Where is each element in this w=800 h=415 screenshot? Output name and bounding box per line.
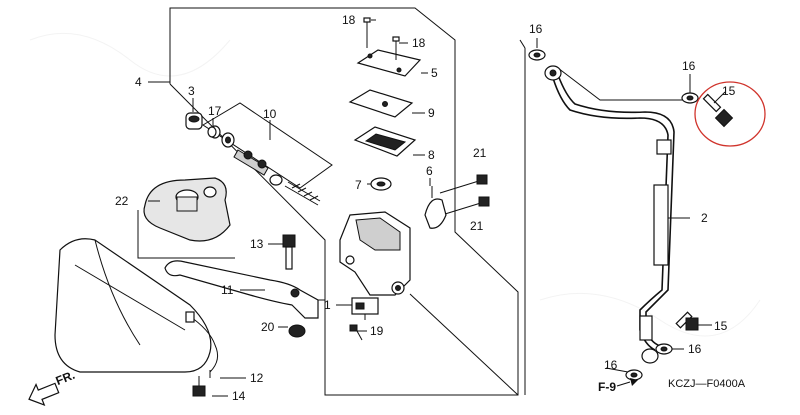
callout-2: 2 — [701, 211, 708, 225]
bolt-21-a — [439, 174, 488, 194]
dust-boot-3 — [185, 112, 203, 130]
cover-22-frame — [137, 210, 235, 259]
washer-16-bottom — [625, 369, 643, 381]
master-cylinder-body — [339, 211, 411, 296]
screw-19 — [349, 324, 363, 341]
reservoir-cover-22 — [143, 177, 231, 242]
hand-guard-12 — [54, 238, 219, 373]
callout-22: 22 — [115, 194, 129, 208]
callout-21-b: 21 — [470, 219, 484, 233]
washer-16-right — [681, 92, 699, 104]
brake-lever-11 — [164, 260, 325, 319]
banjo-fitting-bottom — [641, 348, 659, 364]
piston-kit-10-frame — [202, 102, 333, 189]
callout-7: 7 — [355, 178, 362, 192]
callout-9: 9 — [428, 106, 435, 120]
reservoir-cap-5 — [356, 49, 428, 77]
callout-16-a: 16 — [529, 22, 543, 36]
callout-8: 8 — [428, 148, 435, 162]
brake-switch-1 — [351, 297, 379, 320]
brake-hose — [552, 74, 675, 351]
ref-arrow — [616, 378, 638, 387]
callout-18-a: 18 — [342, 13, 356, 27]
callout-11: 11 — [221, 283, 234, 297]
screw-18-b — [392, 36, 408, 60]
callout-21-a: 21 — [473, 146, 487, 160]
diaphragm-8 — [353, 126, 425, 157]
callout-16-d: 16 — [604, 358, 618, 372]
screw-18-a — [363, 17, 371, 48]
boot-7 — [370, 177, 392, 191]
callout-13: 13 — [250, 237, 264, 251]
direction-arrow: FR. — [28, 368, 77, 406]
diaphragm-plate-9 — [348, 89, 425, 118]
callout-19: 19 — [370, 324, 384, 338]
circlip-17 — [207, 126, 217, 138]
callout-5: 5 — [431, 66, 438, 80]
bolt-15-lower — [675, 311, 712, 331]
washer-16-top — [528, 49, 546, 61]
holder-6 — [424, 186, 447, 229]
background-texture — [29, 32, 761, 337]
callout-6: 6 — [426, 164, 433, 178]
callout-15-a: 15 — [722, 84, 736, 98]
callout-3: 3 — [188, 84, 195, 98]
callout-16-c: 16 — [688, 342, 702, 356]
banjo-fitting-top — [544, 65, 562, 81]
highlight-circle — [694, 81, 766, 147]
washer-16-lower — [655, 343, 673, 355]
pivot-bolt-13 — [282, 234, 296, 270]
direction-label: FR. — [54, 368, 77, 388]
callout-16-b: 16 — [682, 59, 696, 73]
bolt-21-b — [444, 196, 490, 215]
callout-14: 14 — [232, 389, 246, 403]
leader-lines — [148, 19, 691, 397]
nut-20 — [288, 324, 306, 338]
callout-labels: 4 3 17 10 22 13 11 20 12 14 1 19 7 6 8 9… — [115, 13, 736, 403]
callout-20: 20 — [261, 320, 275, 334]
callout-18-b: 18 — [412, 36, 426, 50]
callout-1: 1 — [324, 298, 331, 312]
diagram-code: KCZJ—F0400A — [668, 378, 746, 390]
screw-14 — [192, 376, 206, 397]
callout-12: 12 — [250, 371, 264, 385]
callout-17: 17 — [208, 104, 222, 118]
ref-label: F-9 — [598, 380, 616, 394]
bolt-15-top — [702, 91, 734, 128]
callout-4: 4 — [135, 75, 142, 89]
callout-15-b: 15 — [714, 319, 728, 333]
callout-10: 10 — [263, 107, 277, 121]
